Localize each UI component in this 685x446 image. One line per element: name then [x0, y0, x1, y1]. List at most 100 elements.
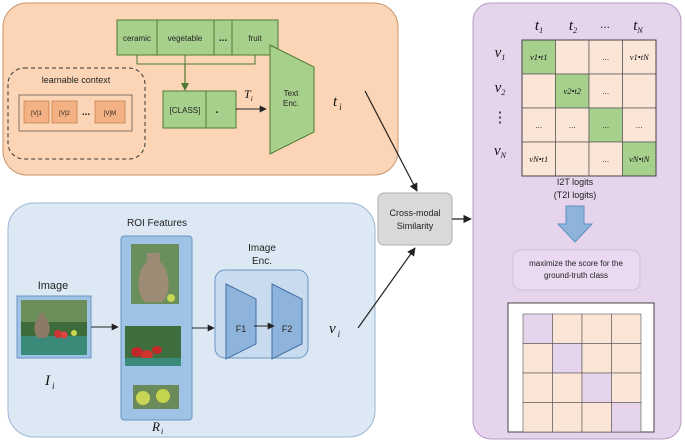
mask-cell-1-1 — [552, 343, 583, 374]
row-header-n: vN — [494, 143, 507, 160]
logit-cell-3-1 — [555, 141, 590, 177]
logit-cell-text-0-0: v1•t1 — [530, 52, 548, 62]
logit-cell-text-3-0: vN•t1 — [529, 154, 548, 164]
mask-cell-0-2 — [581, 313, 612, 344]
logit-cell-2-1 — [555, 107, 590, 143]
logits-caption-line2: (T2I logits) — [554, 190, 597, 200]
logit-cell-text-2-2: ... — [602, 121, 609, 130]
logit-cell-1-3 — [622, 73, 657, 109]
roi-crop-fruit — [133, 385, 179, 409]
image-label: Image — [38, 280, 69, 292]
text-encoder-line1: Text — [284, 89, 299, 98]
logit-cell-3-0 — [521, 141, 556, 177]
input-photo — [21, 300, 87, 355]
class-token-box — [162, 90, 237, 129]
context-token-1 — [23, 100, 50, 124]
encoder-f1 — [225, 283, 257, 360]
logit-cell-text-2-1: ... — [569, 121, 576, 130]
logit-cell-2-2 — [588, 107, 623, 143]
row-header-1: v1 — [495, 45, 506, 62]
class-ellipsis: ... — [219, 33, 228, 44]
text-encoder — [269, 44, 315, 155]
logit-cell-3-2 — [588, 141, 623, 177]
maximize-box — [512, 249, 641, 291]
class-name-ceramic: ceramic — [123, 34, 151, 43]
context-ellipsis: ... — [82, 107, 91, 118]
roi-crop-vase — [131, 244, 179, 304]
cross-modal-similarity-box — [377, 192, 453, 246]
maximize-line2: ground-truth class — [544, 271, 608, 280]
context-tokens-box — [18, 94, 133, 132]
roi-crop-vegetables — [125, 326, 181, 366]
col-header-ellipsis: ... — [600, 17, 610, 31]
context-token-2 — [51, 100, 78, 124]
class-name-fruit: fruit — [248, 34, 262, 43]
text-encoder-line2: Enc. — [283, 99, 299, 108]
logit-cell-text-3-3: vN•tN — [629, 154, 651, 164]
logit-cell-3-3 — [622, 141, 657, 177]
logit-cell-0-1 — [555, 39, 590, 75]
logit-cell-text-1-2: ... — [602, 87, 609, 96]
logit-cell-text-0-3: v1•tN — [630, 52, 650, 62]
class-bracket — [136, 55, 256, 65]
context-token-m-label: [V]M — [104, 111, 116, 117]
logit-matrix-border — [521, 39, 657, 177]
logit-matrix: v1•t1... v1•tN v2•t2............... vN•t1..… — [521, 39, 657, 177]
learnable-context-box — [7, 67, 146, 160]
logit-cell-text-2-0: ... — [535, 121, 542, 130]
logits-headers: t1 t2 ... tN v1 v2 ⋮ vN — [493, 17, 644, 160]
class-token-label: [CLASS] — [170, 106, 201, 115]
logit-cell-text-0-2: ... — [602, 53, 609, 62]
mask-cell-3-1 — [552, 402, 583, 433]
dot-token: . — [215, 104, 218, 116]
image-encoder-line2: Enc. — [252, 256, 272, 267]
mask-cell-2-0 — [522, 372, 553, 403]
row-header-ellipsis: ⋮ — [493, 109, 508, 126]
logit-cell-2-3 — [622, 107, 657, 143]
logit-cell-text-3-2: ... — [602, 155, 609, 164]
col-header-1: t1 — [535, 18, 543, 35]
context-token-1-label: [V]1 — [31, 111, 42, 117]
T-label: Ti — [244, 87, 253, 103]
similarity-line2: Similarity — [397, 221, 434, 231]
mask-cell-2-2 — [581, 372, 612, 403]
learnable-context-label: learnable context — [42, 75, 111, 85]
context-token-m — [94, 100, 126, 124]
col-header-2: t2 — [569, 18, 577, 35]
logits-caption-line1: I2T logits — [557, 177, 594, 187]
col-header-n: tN — [633, 18, 643, 35]
encoder-f2 — [271, 283, 303, 360]
mask-cell-2-1 — [552, 372, 583, 403]
logit-cell-text-1-1: v2•t2 — [563, 86, 581, 96]
logit-cell-text-2-3: ... — [636, 121, 643, 130]
arrow-image-to-similarity — [357, 247, 416, 329]
mask-cell-3-0 — [522, 402, 553, 433]
logit-cell-1-0 — [521, 73, 556, 109]
class-name-vegetable: vegetable — [168, 34, 203, 43]
mask-cell-1-2 — [581, 343, 612, 374]
mask-cell-3-3 — [611, 402, 642, 433]
similarity-line1: Cross-modal — [389, 208, 440, 218]
mask-cell-0-0 — [522, 313, 553, 344]
arrow-text-to-similarity — [364, 90, 418, 192]
context-token-2-label: [V]2 — [59, 111, 70, 117]
mask-cell-3-2 — [581, 402, 612, 433]
f2-label: F2 — [282, 324, 293, 334]
image-encoder-line1: Image — [248, 243, 276, 254]
f1-label: F1 — [236, 324, 247, 334]
roi-title: ROI Features — [127, 218, 187, 229]
target-mask-grid — [522, 313, 642, 433]
mask-cell-1-3 — [611, 343, 642, 374]
down-arrow — [556, 205, 594, 243]
mask-cell-0-1 — [552, 313, 583, 344]
class-names-box — [116, 19, 279, 56]
mask-cell-2-3 — [611, 372, 642, 403]
maximize-line1: maximize the score for the — [529, 259, 623, 268]
row-header-2: v2 — [495, 80, 506, 97]
R-i-label: Ri — [151, 419, 163, 436]
